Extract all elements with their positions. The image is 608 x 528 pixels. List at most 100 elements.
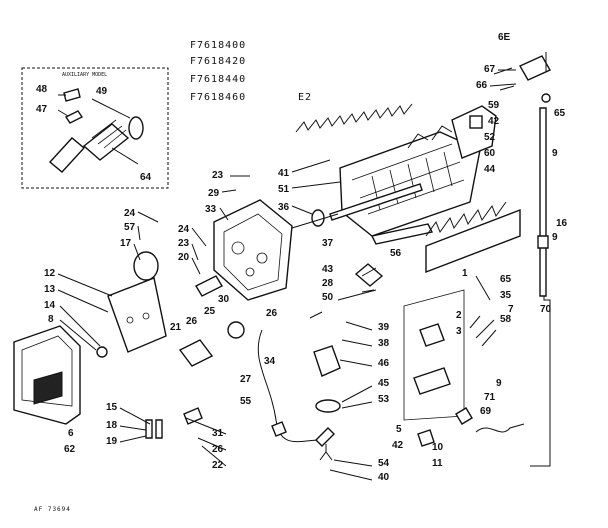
- mounting-plate: [107, 277, 167, 353]
- callout: 42: [392, 440, 404, 451]
- callout: 60: [484, 148, 496, 159]
- callout: 33: [205, 204, 217, 215]
- callout: 28: [322, 278, 334, 289]
- callout: 1: [462, 268, 468, 279]
- callout: 42: [488, 116, 500, 127]
- callout: 39: [378, 322, 390, 333]
- callout: 59: [488, 100, 500, 111]
- callout: 7: [508, 304, 514, 315]
- valve-assembly: [403, 289, 525, 447]
- corner-code: 6E: [498, 32, 511, 43]
- callout: 27: [240, 374, 252, 385]
- callout: 18: [106, 420, 118, 431]
- callout: 10: [432, 442, 444, 453]
- callout: 2: [456, 310, 462, 321]
- callout: 71: [484, 392, 496, 403]
- callout: 21: [170, 322, 182, 333]
- callout: 37: [322, 238, 334, 249]
- callout: 9: [552, 148, 558, 159]
- gear: [227, 321, 245, 339]
- callout: 46: [378, 358, 390, 369]
- callout: 43: [322, 264, 334, 275]
- callout-layer: 48 47 49 64 23 29 33 41 51 36 37 24 57 1…: [36, 64, 568, 483]
- callout: 23: [212, 170, 224, 181]
- callout: 24: [178, 224, 190, 235]
- model-number-4: F7618460: [190, 92, 246, 103]
- callout: 22: [212, 460, 224, 471]
- switch: [178, 339, 214, 367]
- callout: 50: [322, 292, 334, 303]
- callout: 19: [106, 436, 118, 447]
- shield: [425, 208, 521, 274]
- callout: 9: [552, 232, 558, 243]
- callout: 62: [64, 444, 76, 455]
- inset-title: AUXILIARY MODEL: [62, 72, 107, 78]
- knob: [96, 346, 108, 358]
- diagram-code: E2: [298, 92, 312, 103]
- callout: 14: [44, 300, 56, 311]
- callout: 40: [378, 472, 390, 483]
- callout: 48: [36, 84, 48, 95]
- callout: 26: [266, 308, 278, 319]
- heater-tube: [370, 223, 434, 245]
- callout: 57: [124, 222, 136, 233]
- inset-box: AUXILIARY MODEL: [21, 67, 169, 189]
- callout: 47: [36, 104, 48, 115]
- callout: 53: [378, 394, 390, 405]
- callout: 54: [378, 458, 390, 469]
- fill-tube: [539, 107, 547, 297]
- callout: 8: [48, 314, 54, 325]
- callout: 6: [68, 428, 74, 439]
- callout: 23: [178, 238, 190, 249]
- callout: 58: [500, 314, 512, 325]
- callout: 38: [378, 338, 390, 349]
- callout: 9: [496, 378, 502, 389]
- callout: 31: [212, 428, 224, 439]
- lever: [195, 275, 223, 297]
- callout: 13: [44, 284, 56, 295]
- callout: 29: [208, 188, 220, 199]
- callout: 5: [396, 424, 402, 435]
- fill-cup: [519, 55, 551, 81]
- callout: 65: [500, 274, 512, 285]
- model-number-1: F7618400: [190, 40, 246, 51]
- callout: 17: [120, 238, 132, 249]
- callout: 56: [390, 248, 402, 259]
- callout: 65: [554, 108, 566, 119]
- model-number-3: F7618440: [190, 74, 246, 85]
- bearing: [311, 209, 325, 227]
- callout: 66: [476, 80, 488, 91]
- callout: 24: [124, 208, 136, 219]
- wire-harness: [257, 329, 321, 443]
- callout: 26: [186, 316, 198, 327]
- callout: 45: [378, 378, 390, 389]
- front-cover: [13, 325, 81, 425]
- control-housing: [213, 199, 339, 301]
- callout: 20: [178, 252, 190, 263]
- callout: 67: [484, 64, 496, 75]
- callout: 11: [432, 458, 443, 469]
- callout: 15: [106, 402, 118, 413]
- callout: 69: [480, 406, 492, 417]
- callout: 16: [556, 218, 568, 229]
- callout: 55: [240, 396, 252, 407]
- ejector-shaft: [329, 183, 423, 221]
- bracket: [354, 263, 384, 287]
- callout: 36: [278, 202, 290, 213]
- callout: 49: [96, 86, 108, 97]
- spring-roll: [315, 399, 341, 413]
- ice-mold: [339, 105, 497, 237]
- motor: [133, 251, 159, 281]
- footer-code: AF 73694: [34, 506, 71, 513]
- callout: 12: [44, 268, 56, 279]
- valve-part: [313, 345, 341, 377]
- callout: 25: [204, 306, 216, 317]
- callout: 44: [484, 164, 496, 175]
- callout: 52: [484, 132, 496, 143]
- callout: 3: [456, 326, 462, 337]
- callout: 26: [212, 444, 224, 455]
- model-number-2: F7618420: [190, 56, 246, 67]
- callout: 35: [500, 290, 512, 301]
- clip: [183, 407, 203, 425]
